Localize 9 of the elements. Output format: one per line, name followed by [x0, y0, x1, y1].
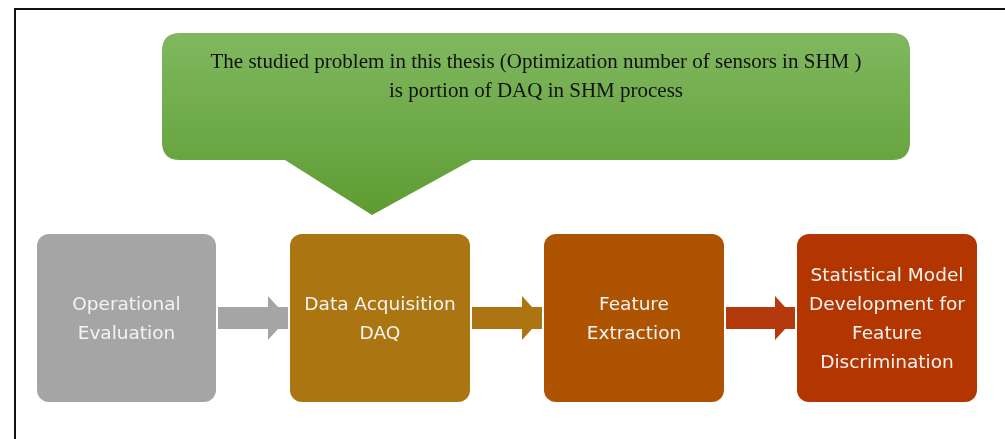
step-label: Data Acquisition DAQ — [303, 292, 457, 345]
process-box — [290, 234, 470, 402]
step-label: Feature Extraction — [585, 292, 683, 345]
process-box — [797, 234, 977, 402]
step-label: Statistical Model Development for Feature Discrimination — [808, 263, 966, 374]
callout-text: The studied problem in this thesis (Optimization number of sensors in SHM ) is portion of DAQ in SHM process — [209, 48, 863, 104]
process-box — [37, 234, 216, 402]
step-label: Operational Evaluation — [71, 292, 182, 345]
process-box — [544, 234, 724, 402]
